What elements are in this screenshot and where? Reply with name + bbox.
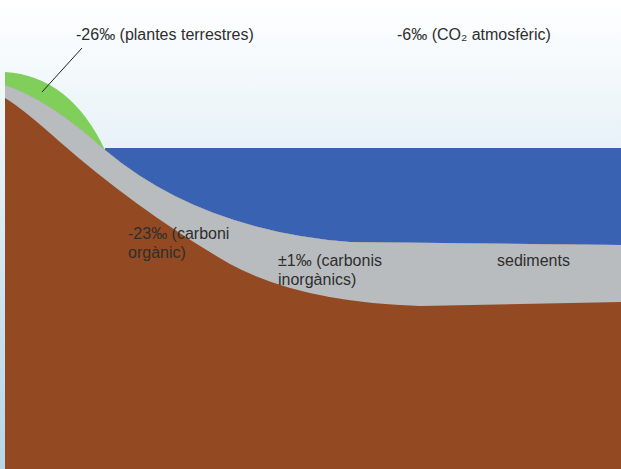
value-label: -26‰ (plantes terrestres) — [76, 25, 306, 44]
value-label: sediments — [497, 251, 607, 270]
sediment-layer — [5, 85, 621, 306]
value-label: -6‰ (CO₂ atmosfèric) — [397, 25, 607, 44]
leader-line — [42, 48, 82, 92]
land-plants — [5, 72, 105, 150]
value-label: -23‰ (carboni orgànic) — [128, 224, 246, 262]
value-label: ±1‰ (carbonis inorgànics) — [278, 251, 418, 289]
